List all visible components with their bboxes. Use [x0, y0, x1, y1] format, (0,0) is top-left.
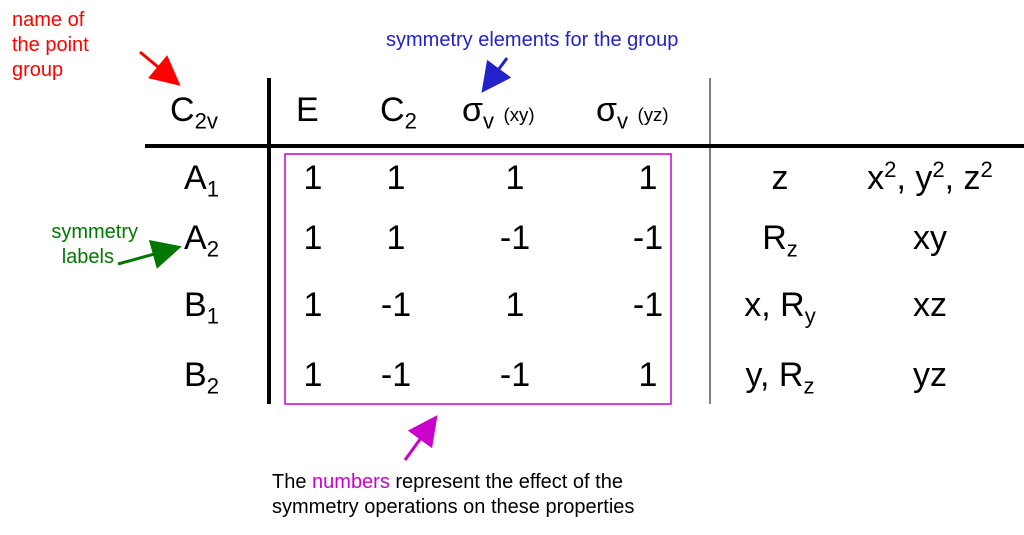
blue-arrow: [481, 57, 512, 93]
character-value: 1: [303, 286, 323, 324]
quadratic-function: xz: [913, 286, 947, 324]
annotation-line: symmetry operations on these properties: [272, 496, 635, 518]
quadratic-function: xy: [913, 219, 947, 257]
annotation-line: symmetry: [51, 221, 138, 243]
quadratic-function: yz: [913, 356, 947, 394]
linear-function: x, Ry: [744, 286, 816, 329]
operation-e: E: [296, 91, 319, 129]
irrep-label: A1: [184, 159, 219, 202]
character-value: -1: [380, 356, 412, 394]
symmetry-labels-annotation: symmetry labels: [28, 220, 138, 270]
operation-sigma-v-yz: σv (yz): [596, 91, 669, 134]
character-value: -1: [499, 219, 531, 257]
character-value: 1: [303, 219, 323, 257]
character-value: -1: [380, 286, 412, 324]
operation-sigma-v-xy: σv (xy): [462, 91, 535, 134]
numbers-highlight-box: [284, 153, 672, 405]
point-group-name-annotation: name of the point group: [12, 8, 89, 83]
character-value: 1: [386, 159, 406, 197]
point-group-symbol: C2v: [170, 91, 218, 134]
character-value: -1: [632, 286, 664, 324]
quadratic-function: x2, y2, z2: [867, 156, 993, 197]
numbers-note-annotation: The numbers represent the effect of the …: [272, 470, 634, 520]
character-value: 1: [303, 159, 323, 197]
symmetry-elements-annotation: symmetry elements for the group: [386, 29, 679, 51]
annotation-line: name of: [12, 9, 85, 31]
annotation-line: The numbers represent the effect of the: [272, 470, 634, 495]
character-value: 1: [638, 159, 658, 197]
character-value: 1: [505, 159, 525, 197]
linear-function: z: [771, 159, 789, 197]
linear-function: y, Rz: [745, 356, 815, 399]
linear-function: Rz: [762, 219, 798, 262]
annotation-line: group: [12, 59, 64, 81]
character-value: -1: [499, 356, 531, 394]
character-value: 1: [386, 219, 406, 257]
operation-c2: C2: [380, 91, 417, 134]
red-arrow: [139, 50, 181, 86]
annotation-line: labels: [61, 246, 114, 268]
irrep-label: B2: [184, 356, 219, 399]
irrep-label: B1: [184, 286, 219, 329]
character-value: 1: [303, 356, 323, 394]
green-arrow: [117, 239, 182, 269]
irrep-label: A2: [184, 219, 219, 262]
magenta-arrow: [403, 415, 438, 461]
annotation-line: the point: [12, 34, 89, 56]
character-value: 1: [638, 356, 658, 394]
character-value: 1: [505, 286, 525, 324]
note-prefix: The: [272, 471, 313, 493]
note-suffix: represent the effect of the: [389, 471, 623, 493]
character-value: -1: [632, 219, 664, 257]
note-highlight: numbers: [312, 471, 390, 493]
